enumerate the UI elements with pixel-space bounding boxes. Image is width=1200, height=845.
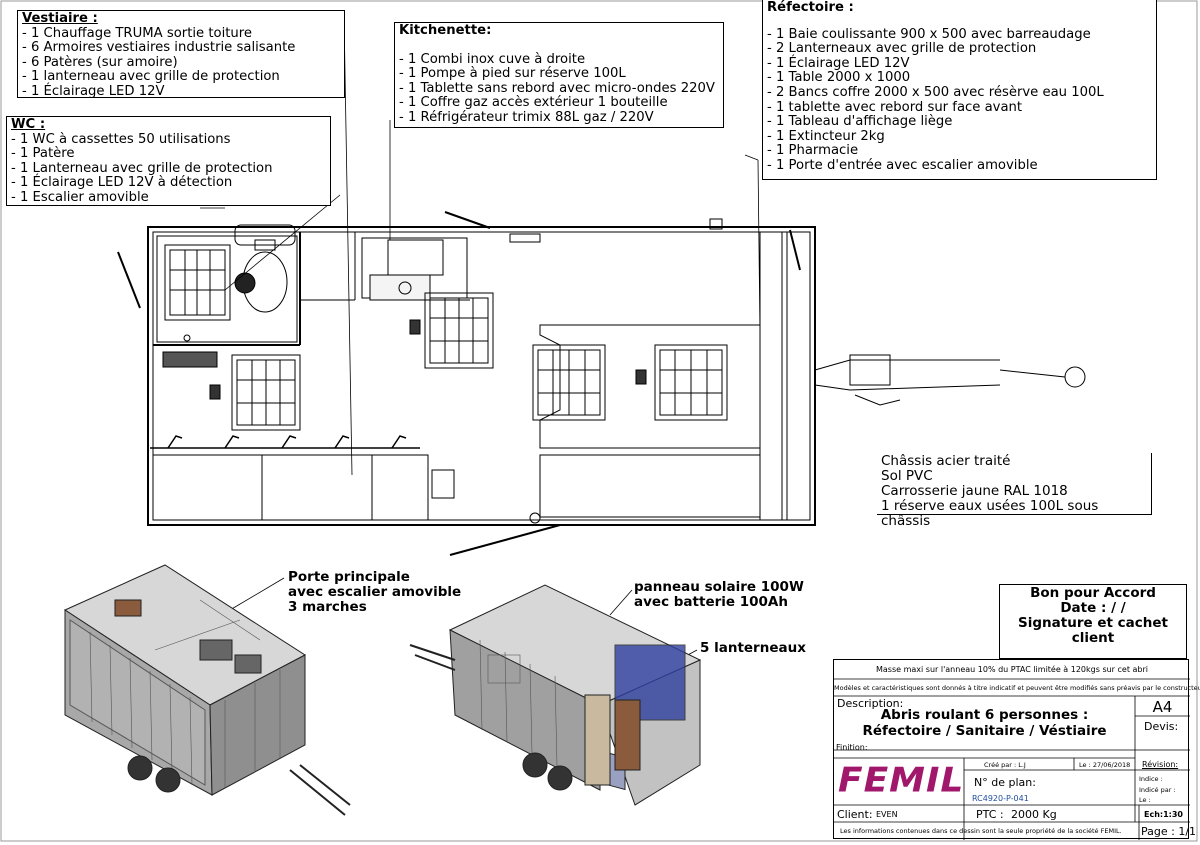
client-label: Client: [837, 808, 873, 821]
indice-par-label: Indicé par : [1139, 786, 1176, 794]
kitchenette-box: Kitchenette: - 1 Combi inox cuve à droit… [394, 22, 724, 128]
vestiaire-item: - 6 Armoires vestiaires industrie salisa… [22, 40, 296, 56]
chassis-line: Châssis acier traité [881, 453, 1011, 469]
wc-item: - 1 Lanterneau avec grille de protection [11, 160, 273, 176]
refectoire-item: - 2 Bancs coffre 2000 x 500 avec résèrve… [767, 84, 1104, 100]
callout-porte: Porte principale avec escalier amovible … [288, 570, 461, 615]
client-value: EVEN [876, 810, 898, 819]
kitchenette-item: - 1 Tablette sans rebord avec micro-onde… [399, 80, 715, 96]
vestiaire-item: - 1 lanterneau avec grille de protection [22, 69, 280, 85]
floor-plan [117, 211, 1086, 556]
accord-box: Bon pour Accord Date : / / Signature et … [999, 584, 1187, 659]
plan-number: RC4920-P-041 [972, 794, 1029, 803]
kitchenette-item: - 1 Combi inox cuve à droite [399, 51, 586, 67]
kitchenette-item: - 1 Pompe à pied sur réserve 100L [399, 66, 626, 82]
femil-logo: FEMIL [838, 761, 965, 800]
wc-title: WC : [11, 117, 46, 132]
refectoire-title: Réfectoire : [767, 0, 854, 15]
refectoire-item: - 1 Extincteur 2kg [767, 128, 885, 144]
skylight [654, 344, 728, 421]
iso-view-right [409, 584, 702, 806]
accord-date: Date : / / [1060, 600, 1126, 616]
vestiaire-item: - 6 Patères (sur amoire) [22, 54, 178, 70]
wc-item: - 1 WC à cassettes 50 utilisations [11, 131, 231, 147]
propriete: Les informations contenues dans ce dessi… [840, 827, 1122, 835]
wc-box: WC : - 1 WC à cassettes 50 utilisations … [6, 116, 331, 206]
finition-label: Finition: [836, 743, 868, 752]
refectoire-item: - 1 Éclairage LED 12V [767, 55, 910, 71]
refectoire-box: Réfectoire : - 1 Baie coulissante 900 x … [762, 0, 1157, 180]
callout-line: 3 marches [288, 599, 367, 615]
indice-label: Indice : [1139, 775, 1163, 783]
page-number: Page : 1/1 [1141, 825, 1197, 838]
devis-label: Devis: [1144, 720, 1179, 733]
callout-lanterneaux: 5 lanterneaux [700, 640, 806, 656]
le-label: Le : [1139, 796, 1151, 804]
wc-item: - 1 Éclairage LED 12V à détection [11, 175, 233, 191]
masse-note: Masse maxi sur l'anneau 10% du PTAC limi… [875, 665, 1149, 674]
refectoire-item: - 1 Porte d'entrée avec escalier amovibl… [767, 157, 1038, 173]
title-block-grid [834, 678, 1190, 840]
refectoire-item: - 1 Pharmacie [767, 143, 859, 159]
iso-view-left [63, 564, 351, 816]
date: Le : 27/06/2018 [1079, 761, 1131, 769]
description-line1: Abris roulant 6 personnes : [880, 707, 1089, 723]
format: A4 [1152, 698, 1173, 716]
title-block: Masse maxi sur l'anneau 10% du PTAC limi… [833, 659, 1200, 840]
accord-signature: Signature et cachet client [1018, 615, 1168, 646]
ptc-value: 2000 Kg [1011, 808, 1057, 821]
wc-item: - 1 Escalier amovible [11, 189, 149, 205]
callout-line: avec escalier amovible [288, 584, 462, 600]
refectoire-item: - 1 Table 2000 x 1000 [767, 70, 911, 86]
vestiaire-item: - 1 Éclairage LED 12V [22, 83, 165, 99]
callout-solaire: panneau solaire 100W avec batterie 100Ah [634, 580, 804, 610]
skylight [424, 292, 494, 369]
kitchenette-item: - 1 Coffre gaz accès extérieur 1 bouteil… [399, 95, 668, 111]
callout-line: avec batterie 100Ah [634, 594, 788, 610]
skylight [231, 354, 301, 431]
skylight [532, 344, 606, 421]
vestiaire-title: Vestiaire : [22, 11, 98, 26]
vestiaire-item: - 1 Chauffage TRUMA sortie toiture [22, 25, 253, 41]
wc-item: - 1 Patère [11, 146, 75, 162]
vestiaire-box: Vestiaire : - 1 Chauffage TRUMA sortie t… [17, 10, 345, 99]
chassis-line: 1 réserve eaux usées 100L sous châssis [881, 498, 1099, 529]
refectoire-item: - 1 Baie coulissante 900 x 500 avec barr… [767, 26, 1091, 42]
disclaimer: Modèles et caractéristiques sont donnés … [834, 684, 1200, 692]
revision-label: Révision: [1142, 760, 1179, 769]
chassis-line: Carrosserie jaune RAL 1018 [881, 483, 1068, 499]
kitchenette-title: Kitchenette: [399, 23, 492, 38]
chassis-note: Châssis acier traité Sol PVC Carrosserie… [877, 453, 1152, 529]
description-label: Description: [837, 697, 904, 710]
refectoire-item: - 2 Lanterneaux avec grille de protectio… [767, 41, 1037, 57]
description-line2: Réfectoire / Sanitaire / Véstiaire [862, 723, 1107, 739]
echelle: Ech:1:30 [1144, 810, 1183, 819]
refectoire-item: - 1 Tableau d'affichage liège [767, 114, 953, 130]
callout-line: panneau solaire 100W [634, 579, 804, 595]
refectoire-item: - 1 tablette avec rebord sur face avant [767, 99, 1023, 115]
accord-title: Bon pour Accord [1030, 585, 1156, 601]
chassis-line: Sol PVC [881, 468, 933, 484]
skylight [164, 244, 231, 321]
plan-label: N° de plan: [974, 776, 1036, 789]
kitchenette-item: - 1 Réfrigérateur trimix 88L gaz / 220V [399, 109, 654, 125]
cree-par: Créé par : L.J [984, 761, 1026, 769]
callout-line: Porte principale [288, 569, 410, 585]
ptc-label: PTC : [976, 808, 1004, 821]
